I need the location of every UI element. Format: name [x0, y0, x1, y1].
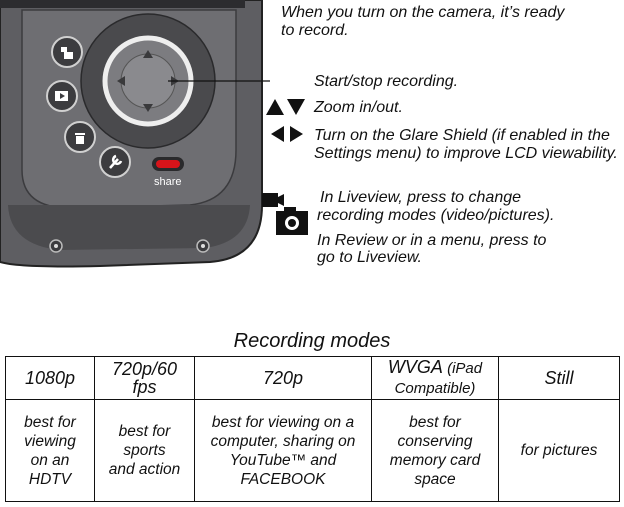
- cell-wvga: best for conserving memory card space: [371, 399, 499, 502]
- header-720p60: 720p/60 fps: [94, 356, 195, 400]
- cell-720p: best for viewing on a computer, sharing …: [194, 399, 372, 502]
- cell-still: for pictures: [498, 399, 620, 502]
- left-right-arrows-icon: [271, 126, 303, 142]
- header-1080p: 1080p: [5, 356, 95, 400]
- callout-review-2: go to Liveview.: [317, 249, 422, 266]
- cell-1080p: best for viewing on an HDTV: [5, 399, 95, 502]
- center-button: [120, 53, 176, 109]
- callout-glare-1: Turn on the Glare Shield (if enabled in …: [314, 127, 610, 144]
- recording-modes-table: 1080p 720p/60 fps 720p WVGA (iPad Compat…: [5, 356, 620, 502]
- modes-title: Recording modes: [233, 330, 391, 352]
- share-label: share: [154, 176, 182, 188]
- callout-glare-2: Settings menu) to improve LCD viewabilit…: [314, 145, 618, 162]
- down-arrow-icon: [143, 104, 153, 112]
- up-down-arrows-icon: [266, 99, 305, 115]
- callout-zoom: Zoom in/out.: [314, 99, 403, 116]
- table-row: best for viewing on an HDTV best for spo…: [5, 399, 620, 502]
- callout-center: Start/stop recording.: [314, 73, 459, 90]
- intro-line-2: to record.: [281, 22, 349, 39]
- header-wvga: WVGA (iPad Compatible): [371, 356, 499, 400]
- left-arrow-icon: [117, 76, 125, 86]
- intro-line-1: When you turn on the camera, it’s ready: [281, 4, 565, 21]
- header-still: Still: [498, 356, 620, 400]
- callout-review-1: In Review or in a menu, press to: [317, 232, 547, 249]
- up-arrow-icon: [143, 50, 153, 58]
- table-header-row: 1080p 720p/60 fps 720p WVGA (iPad Compat…: [5, 356, 620, 400]
- mode-icon: [262, 193, 308, 235]
- header-720p: 720p: [194, 356, 372, 400]
- callout-mode-2: recording modes (video/pictures).: [317, 207, 555, 224]
- callout-mode-1: In Liveview, press to change: [320, 189, 522, 206]
- camera-illustration: [0, 0, 270, 268]
- cell-720p60: best for sports and action: [94, 399, 195, 502]
